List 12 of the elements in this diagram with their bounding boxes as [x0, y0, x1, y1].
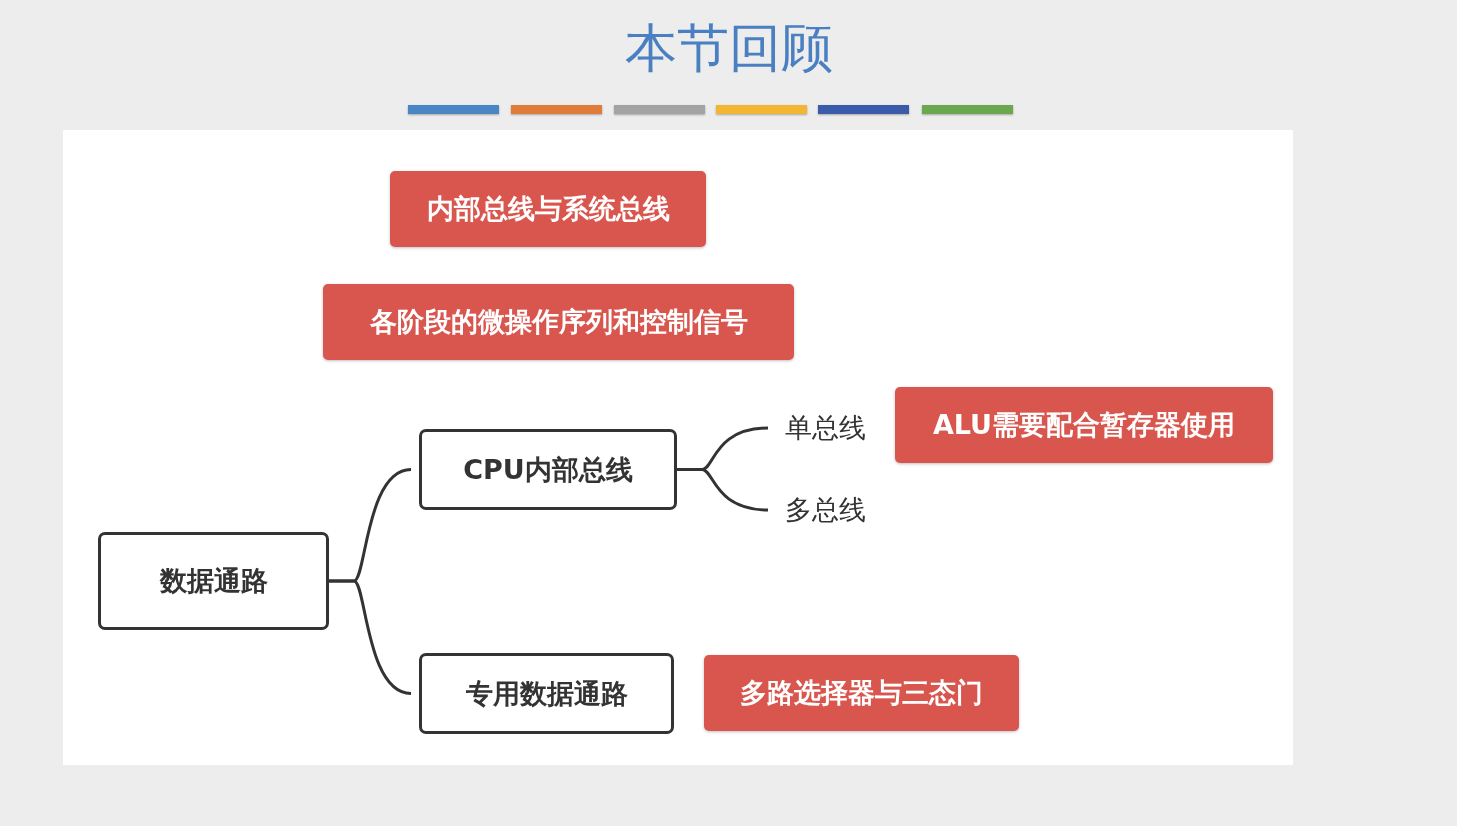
topic-box: 多路选择器与三态门 [704, 655, 1019, 731]
topic-box: 内部总线与系统总线 [390, 171, 706, 247]
connector-line [677, 468, 769, 512]
topic-box: ALU需要配合暂存器使用 [895, 387, 1273, 463]
topic-box: 各阶段的微操作序列和控制信号 [323, 284, 794, 360]
title: 本节回顾 [624, 17, 833, 80]
mindmap-box: 专用数据通路 [419, 653, 674, 734]
mindmap-box: CPU内部总线 [419, 429, 677, 510]
connector-line [329, 579, 412, 695]
mindmap-box: 数据通路 [98, 532, 329, 630]
branch-label: 单总线 [776, 406, 874, 450]
branch-label: 多总线 [776, 488, 874, 532]
